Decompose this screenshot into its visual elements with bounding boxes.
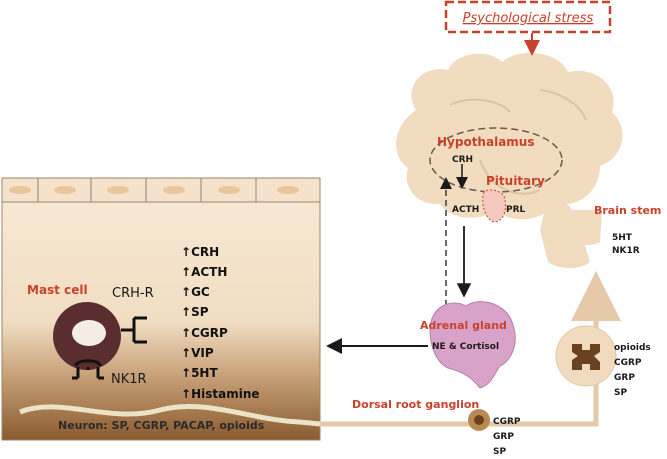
crh-r-label: CRH-R — [112, 286, 154, 301]
pituitary-label: Pituitary — [486, 174, 545, 188]
spinal-cord — [555, 325, 617, 387]
stress-label: Psychological stress — [463, 11, 594, 26]
mast-cell — [53, 302, 147, 380]
tissue-panel — [1, 177, 321, 441]
mediator-item: ↑SP — [181, 305, 209, 319]
mediator-item: ↑5HT — [181, 366, 218, 380]
acth-label: ACTH — [452, 205, 479, 215]
hypothalamus-label: Hypothalamus — [437, 135, 534, 149]
neuron-label: Neuron: SP, CGRP, PACAP, opioids — [58, 419, 265, 432]
brainstem-label: Brain stem — [594, 204, 661, 217]
spinal-item: CGRP — [614, 358, 642, 368]
drg-item: SP — [493, 447, 506, 457]
mediator-item: ↑VIP — [181, 346, 214, 360]
mediator-item: ↑GC — [181, 285, 210, 299]
adrenal-output: NE & Cortisol — [432, 342, 499, 352]
spinal-item: opioids — [614, 343, 651, 353]
mast-cell-title: Mast cell — [27, 283, 88, 297]
drg-title: Dorsal root ganglion — [352, 398, 479, 411]
drg-item: GRP — [493, 432, 514, 442]
psychological-stress-box — [444, 0, 612, 34]
brain — [396, 52, 623, 268]
spinal-item: GRP — [614, 373, 635, 383]
adrenal-title: Adrenal gland — [420, 319, 507, 332]
drg-item: CGRP — [493, 417, 521, 427]
dorsal-root-ganglion — [468, 409, 490, 431]
nk1r-receptor — [72, 359, 104, 380]
crh-label: CRH — [452, 155, 473, 165]
pituitary-gland — [482, 189, 507, 223]
adrenal-gland — [429, 301, 516, 389]
mediator-item: ↑CRH — [181, 245, 219, 259]
mediator-item: ↑Histamine — [181, 387, 260, 401]
brainstem-item: 5HT — [612, 233, 633, 243]
mediator-list: ↑CRH ↑ACTH ↑GC ↑SP ↑CGRP ↑VIP ↑5HT ↑Hist… — [181, 245, 260, 401]
nk1r-label: NK1R — [111, 372, 147, 387]
mediator-item: ↑CGRP — [181, 326, 228, 340]
prl-label: PRL — [506, 205, 526, 215]
mediator-item: ↑ACTH — [181, 265, 227, 279]
spinal-item: SP — [614, 388, 627, 398]
crh-r-receptor — [121, 316, 147, 344]
neuron-fiber — [19, 403, 321, 427]
brainstem-item: NK1R — [612, 246, 640, 256]
